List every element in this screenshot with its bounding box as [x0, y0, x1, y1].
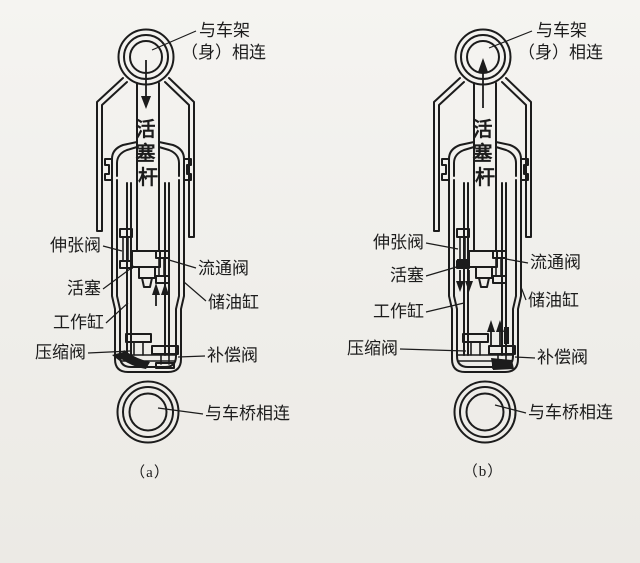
label-working-cylinder-b: 工作缸: [373, 301, 424, 321]
extension-valve-open-icon: [457, 259, 469, 268]
label-top-connection-b-line1: 与车架: [536, 21, 587, 40]
leader-lines-b: [399, 30, 536, 414]
label-compression-valve-b: 压缩阀: [347, 339, 398, 358]
label-extension-valve-a: 伸张阀: [50, 236, 101, 255]
leader-lines-a: [87, 30, 207, 415]
label-piston-b: 活塞: [390, 266, 424, 285]
label-reserve-cylinder-b: 储油缸: [528, 290, 579, 310]
base-flow-icon: [112, 350, 150, 369]
diagram-a: 与车架 （身）相连 伸张阀 活塞 工作缸 压缩阀 流通阀 储油缸 补偿阀 与车桥…: [35, 21, 290, 481]
label-reserve-cylinder-a: 储油缸: [208, 292, 259, 312]
label-compression-valve-a: 压缩阀: [35, 343, 86, 362]
compensation-up-arrows-icon: [487, 320, 504, 346]
label-working-cylinder-a: 工作缸: [53, 312, 104, 332]
caption-b: （b）: [463, 463, 504, 480]
label-flow-valve-b: 流通阀: [530, 253, 581, 272]
label-compensation-valve-a: 补偿阀: [207, 346, 258, 365]
caption-a: （a）: [130, 464, 170, 481]
rod-up-arrow-icon: [478, 58, 488, 108]
label-flow-valve-a: 流通阀: [198, 259, 249, 278]
label-piston-a: 活塞: [67, 279, 101, 298]
label-bottom-connection-b: 与车桥相连: [528, 403, 613, 422]
label-extension-valve-b: 伸张阀: [373, 233, 424, 252]
flow-up-arrows-icon: [152, 283, 169, 306]
compensation-flow-icon: [491, 327, 514, 370]
label-top-connection-a-line1: 与车架: [199, 21, 250, 40]
rod-down-arrow-icon: [141, 60, 151, 109]
diagram-b: 与车架 （身）相连 伸张阀 活塞 工作缸 压缩阀 流通阀 储油缸 补偿阀 与车桥…: [347, 21, 613, 480]
label-top-connection-a-line2: （身）相连: [181, 43, 266, 62]
label-top-connection-b-line2: （身）相连: [518, 43, 603, 62]
label-compensation-valve-b: 补偿阀: [537, 348, 588, 367]
label-bottom-connection-a: 与车桥相连: [205, 404, 290, 423]
flow-down-arrows-icon: [456, 270, 473, 292]
